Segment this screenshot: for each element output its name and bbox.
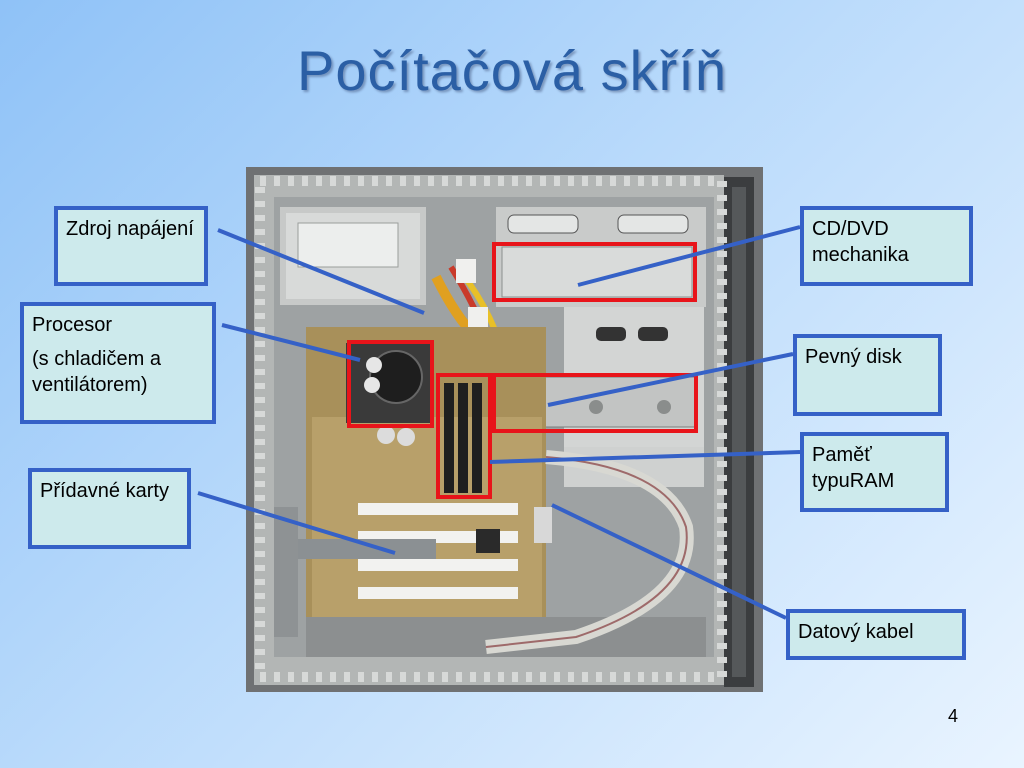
highlight-cpu <box>347 340 434 428</box>
label-pridavne-karty: Přídavné karty <box>28 468 191 549</box>
label-datovy-kabel: Datový kabel <box>786 609 966 660</box>
label-pevny-disk: Pevný disk <box>793 334 942 416</box>
label-procesor: Procesor (s chladičem a ventilátorem) <box>20 302 216 424</box>
highlight-ram <box>436 373 492 499</box>
label-cd-dvd-mechanika: CD/DVD mechanika <box>800 206 973 286</box>
pc-case-photo <box>246 167 763 692</box>
pc-case-illustration <box>246 167 763 692</box>
label-zdroj-napajeni: Zdroj napájení <box>54 206 208 286</box>
page-number: 4 <box>948 706 959 726</box>
label-pamet-ram: Paměť typuRAM <box>800 432 949 512</box>
slide-title: Počítačová skříň <box>297 39 727 102</box>
